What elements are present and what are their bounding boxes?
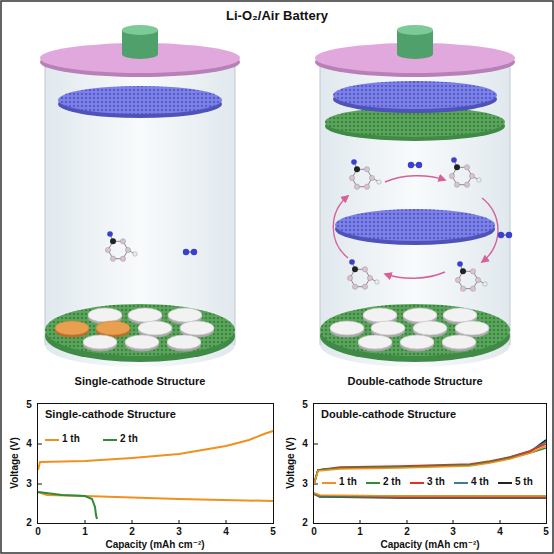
single-cathode-cell [40, 25, 240, 367]
left-chart-art [38, 431, 273, 524]
cycle-arrow [333, 196, 348, 258]
solvent-molecule [347, 259, 379, 289]
legend-swatch [454, 482, 468, 484]
y-tick-label: 3 [302, 479, 308, 489]
legend-swatch [410, 482, 424, 484]
x-tick-label: 3 [176, 527, 182, 537]
y-tick-label: 5 [26, 400, 32, 410]
chart-panel: Single-cathode Structure [37, 403, 274, 524]
x-tick-label: 1 [82, 527, 88, 537]
figure-title: Li-O₂/Air Battery [226, 9, 328, 22]
anode-disc [45, 304, 235, 356]
glass-edge [510, 58, 511, 345]
discharge-curve [314, 494, 546, 497]
panel-title: Single-cathode Structure [45, 409, 176, 420]
x-tick-label: 3 [450, 527, 456, 537]
panel-title: Double-cathode Structure [321, 409, 456, 420]
double-cathode-cell [315, 25, 515, 367]
legend-swatch [366, 482, 380, 484]
y-tick-label: 4 [302, 439, 308, 449]
nitrogen-molecule [408, 162, 422, 168]
right-chart-art [314, 440, 546, 524]
x-axis-title: Capacity (mAh cm⁻²) [105, 540, 204, 550]
x-tick-label: 2 [404, 527, 410, 537]
legend-swatch [322, 482, 336, 484]
structure-caption: Double-cathode Structure [347, 376, 482, 387]
nitrogen-molecule [498, 232, 512, 238]
legend-label: 1 th [62, 434, 80, 444]
cathode-disc [58, 86, 222, 114]
legend-label: 2 th [120, 434, 138, 444]
legend-label: 3 th [427, 477, 445, 487]
product-disc [125, 335, 159, 352]
x-tick-label: 5 [543, 527, 549, 537]
glass-edge [45, 58, 46, 345]
nitrogen-molecule [183, 249, 197, 255]
discharge-curve [314, 494, 546, 497]
solvent-molecule [105, 231, 137, 261]
cap-bottom [122, 49, 158, 59]
x-tick-label: 5 [270, 527, 276, 537]
x-tick-label: 4 [223, 527, 229, 537]
y-tick-label: 3 [26, 479, 32, 489]
cycle-arrow [385, 176, 445, 182]
structure-caption: Single-cathode Structure [75, 376, 206, 387]
y-tick-label: 2 [302, 518, 308, 528]
legend-label: 1 th [339, 477, 357, 487]
solvent-molecule [455, 261, 487, 291]
legend-swatch [498, 482, 512, 484]
y-axis-title: Voltage (V) [286, 437, 296, 488]
y-axis-title: Voltage (V) [10, 437, 20, 488]
discharge-curve [38, 492, 273, 501]
cap-top [122, 25, 158, 35]
product-disc [83, 335, 117, 352]
cap-bottom [397, 49, 433, 59]
product-disc [330, 321, 364, 338]
legend-label: 5 th [515, 477, 533, 487]
discharge-curve [314, 493, 546, 496]
product-disc [442, 335, 476, 352]
y-tick-label: 2 [26, 518, 32, 528]
discharge-curve [314, 494, 546, 498]
product-disc [167, 335, 201, 352]
x-tick-label: 0 [311, 527, 317, 537]
legend-swatch [103, 439, 117, 441]
y-tick-label: 5 [302, 400, 308, 410]
y-tick-label: 4 [26, 439, 32, 449]
charge-curve [38, 431, 273, 470]
axis-ticks [314, 444, 500, 524]
x-tick-label: 4 [497, 527, 503, 537]
solvent-molecule [449, 157, 481, 187]
legend-label: 2 th [383, 477, 401, 487]
x-tick-label: 0 [35, 527, 41, 537]
cathode-disc [333, 81, 497, 109]
anode-disc [320, 304, 510, 356]
glass-edge [235, 58, 236, 345]
glass-body [45, 58, 235, 345]
x-axis-title: Capacity (mAh cm⁻²) [380, 540, 479, 550]
product-disc [358, 335, 392, 352]
x-tick-label: 2 [129, 527, 135, 537]
chart-panel: Double-cathode Structure [313, 403, 547, 524]
x-tick-label: 1 [357, 527, 363, 537]
axis-ticks [38, 444, 226, 524]
solvent-molecule [349, 159, 381, 189]
cycle-arrow [385, 272, 445, 278]
discharge-curve [314, 493, 546, 496]
cathode-disc [335, 209, 495, 241]
cycle-arrow [482, 198, 498, 262]
glass-edge [320, 58, 321, 345]
cap-top [397, 25, 433, 35]
legend-swatch [45, 439, 59, 441]
glass-body [320, 58, 510, 345]
product-disc [400, 335, 434, 352]
corroded-disc [55, 321, 89, 338]
legend-label: 4 th [471, 477, 489, 487]
discharge-curve [38, 492, 97, 519]
